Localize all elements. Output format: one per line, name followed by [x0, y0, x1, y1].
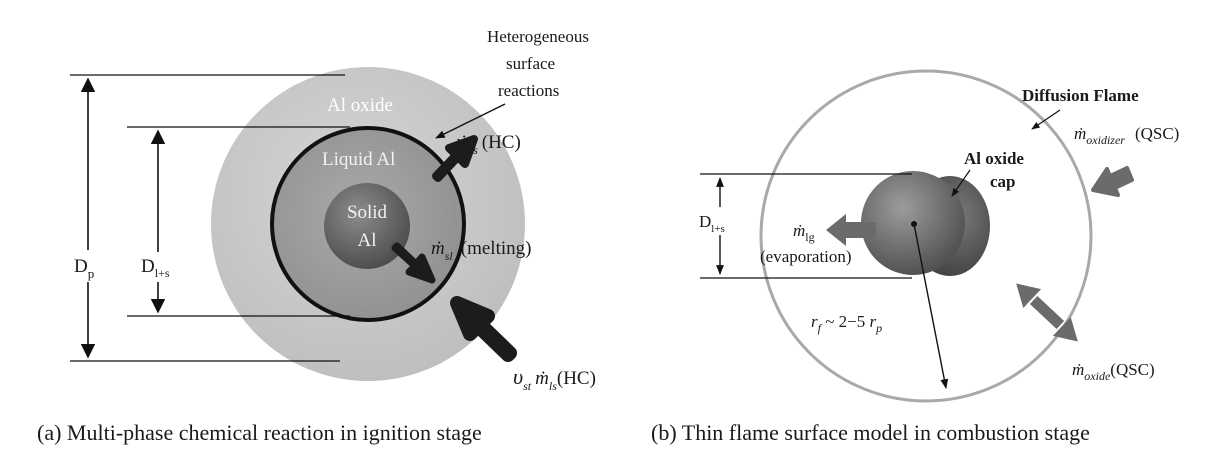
liquid-al-label: Liquid Al: [322, 149, 395, 170]
flux-oxide-arrow: [450, 296, 517, 362]
caption-a: (a) Multi-phase chemical reaction in ign…: [37, 420, 482, 445]
solid-al-label-line2: Al: [358, 230, 377, 251]
diffusion-flame-ring: [759, 69, 1093, 403]
solid-al-core: [324, 183, 410, 269]
dls-b-label-mask: [698, 207, 744, 235]
caption-b: (b) Thin flame surface model in combusti…: [651, 420, 1090, 445]
dls-b-label: Dl+s: [699, 212, 725, 235]
cap-label-line1: Al oxide: [964, 149, 1024, 168]
panel-b: Dl+s rf ~ 2−5 rp ṁlg (evaporation) Al ox…: [651, 69, 1179, 445]
dp-label: Dp: [74, 256, 94, 281]
panel-a: Dp Dl+s Al oxide Liquid Al Solid Al Hete…: [37, 27, 596, 445]
flux-ls-label: ṁls(HC): [456, 132, 521, 157]
cap-label-line2: cap: [990, 172, 1016, 191]
flux-ls-arrow: [432, 135, 478, 182]
flux-oxide-arrow: [1029, 295, 1065, 330]
solid-al-label-line1: Solid: [347, 202, 388, 223]
flame-pointer: [1031, 109, 1061, 130]
dls-label: Dl+s: [141, 256, 170, 280]
flux-oxidizer-arrow: [1091, 166, 1134, 197]
heterogeneous-label-line3: reactions: [498, 81, 559, 100]
heterogeneous-label-line2: surface: [506, 54, 555, 73]
flux-evap-arrow: [826, 214, 876, 246]
flux-oxide-arrowhead: [1016, 283, 1042, 309]
flux-evap-note: (evaporation): [760, 247, 852, 266]
dp-label-mask: [70, 250, 114, 282]
flame-radius-label: rf ~ 2−5 rp: [811, 312, 882, 335]
flame-radius-arrow: [913, 223, 949, 389]
flux-oxide-label: ṁoxide(QSC): [1072, 360, 1155, 383]
flux-oxidizer-label: ṁoxidizer(QSC): [1074, 124, 1179, 147]
heterogeneous-pointer: [435, 103, 506, 139]
dls-label-mask: [138, 252, 190, 282]
flux-sl-arrow: [391, 242, 436, 284]
cap-pointer: [951, 169, 971, 197]
diffusion-flame-label: Diffusion Flame: [1022, 86, 1139, 105]
flux-evap-symbol: ṁlg: [793, 221, 815, 244]
oxide-layer-label: Al oxide: [327, 95, 393, 116]
flux-oxide-arrowhead: [1052, 316, 1078, 342]
flux-sl-label: ṁsl(melting): [431, 238, 531, 263]
heterogeneous-label-line1: Heterogeneous: [487, 27, 589, 46]
